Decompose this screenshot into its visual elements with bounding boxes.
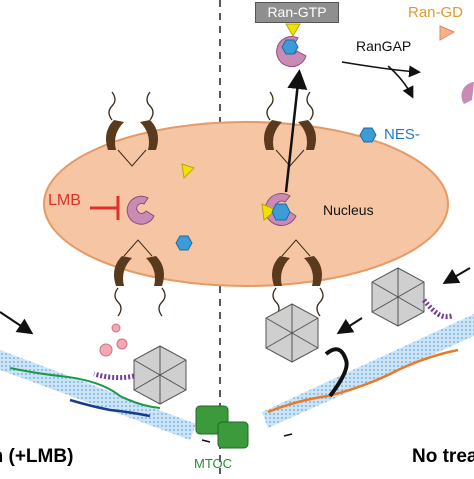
microtubule-icon <box>0 350 196 440</box>
importin-icon <box>461 82 474 104</box>
entry-arrow <box>0 311 34 335</box>
ran-gtp-label: Ran-GTP <box>255 2 339 23</box>
rangap-arrow-branch <box>387 65 414 99</box>
capsid-arrow <box>336 317 363 335</box>
capsid-tail <box>422 298 453 320</box>
condition-label-left: on (+LMB) <box>0 446 74 467</box>
nes-cargo-icon <box>175 235 193 251</box>
microtubule-track-left-2 <box>69 398 151 418</box>
pore-basket <box>117 149 147 167</box>
nuclear-pore-icon <box>272 256 322 286</box>
nucleus-shape <box>43 121 449 287</box>
capsid-icon <box>371 267 425 327</box>
pore-filaments <box>108 91 324 317</box>
lmb-label: LMB <box>48 192 81 209</box>
nuclear-pore-icon <box>264 120 316 150</box>
nes-cargo-icon <box>281 39 299 55</box>
ran-gtp-icon <box>285 23 301 37</box>
microtubule-track-left <box>9 367 161 409</box>
nes-cargo-icon <box>271 203 291 221</box>
lmb-inhibitor-icon <box>90 196 120 220</box>
capsid-icon <box>265 303 319 363</box>
microtubule-track-right-2 <box>324 347 349 398</box>
rangap-label: RanGAP <box>356 38 412 54</box>
capsid-arrow <box>442 267 471 285</box>
nucleus-label: Nucleus <box>323 202 374 218</box>
microtubule-icon <box>262 314 474 428</box>
export-arrow <box>284 69 308 193</box>
importin-icon <box>126 195 155 225</box>
microtubule-minus-end <box>201 439 211 443</box>
mtoc-icon <box>195 405 249 449</box>
importin-cluster-icon <box>99 323 128 357</box>
microtubule-minus-end <box>283 433 293 437</box>
ran-gtp-icon <box>261 203 277 221</box>
nuclear-pore-icon <box>106 120 158 150</box>
condition-label-right: No trea <box>412 446 474 467</box>
capsid-tail <box>93 371 135 381</box>
nuclear-pore-icon <box>114 256 164 286</box>
pore-basket <box>281 239 311 257</box>
nes-label: NES- <box>384 126 420 143</box>
ran-gdp-icon <box>439 25 456 41</box>
ran-gdp-label: Ran-GD <box>408 4 464 21</box>
rangap-arrow <box>341 61 421 78</box>
nes-cargo-icon <box>359 127 377 143</box>
capsid-icon <box>133 345 187 405</box>
microtubule-track-right <box>267 348 459 414</box>
pore-basket <box>123 239 153 257</box>
ran-gtp-icon <box>181 163 195 180</box>
mtoc-label: MTOC <box>194 456 233 471</box>
